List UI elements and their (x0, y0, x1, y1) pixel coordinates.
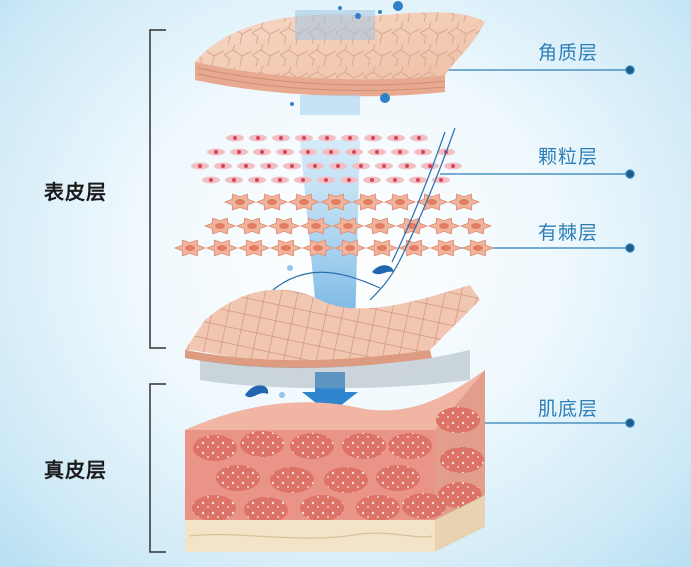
fiber-lines (261, 127, 456, 301)
serum-flow-beam (300, 95, 360, 414)
dermis-label: 真皮层 (44, 458, 107, 482)
stratum-granulosum-label: 颗粒层 (538, 146, 599, 168)
stratum-granulosum-cells (191, 134, 462, 184)
dermis-block (185, 370, 485, 552)
dermis-cells (192, 407, 484, 523)
dermis-bracket (149, 383, 166, 553)
stratum-corneum-slab (195, 10, 485, 97)
epidermis-bracket (149, 29, 166, 349)
stratum-spinosum-label: 有棘层 (538, 222, 599, 244)
stratum-basale-sheet (185, 285, 480, 389)
stratum-spinosum-cells (173, 193, 495, 257)
stratum-corneum-label: 角质层 (538, 42, 599, 64)
epidermis-label: 表皮层 (44, 180, 107, 204)
stratum-basale-label: 肌底层 (538, 398, 599, 420)
